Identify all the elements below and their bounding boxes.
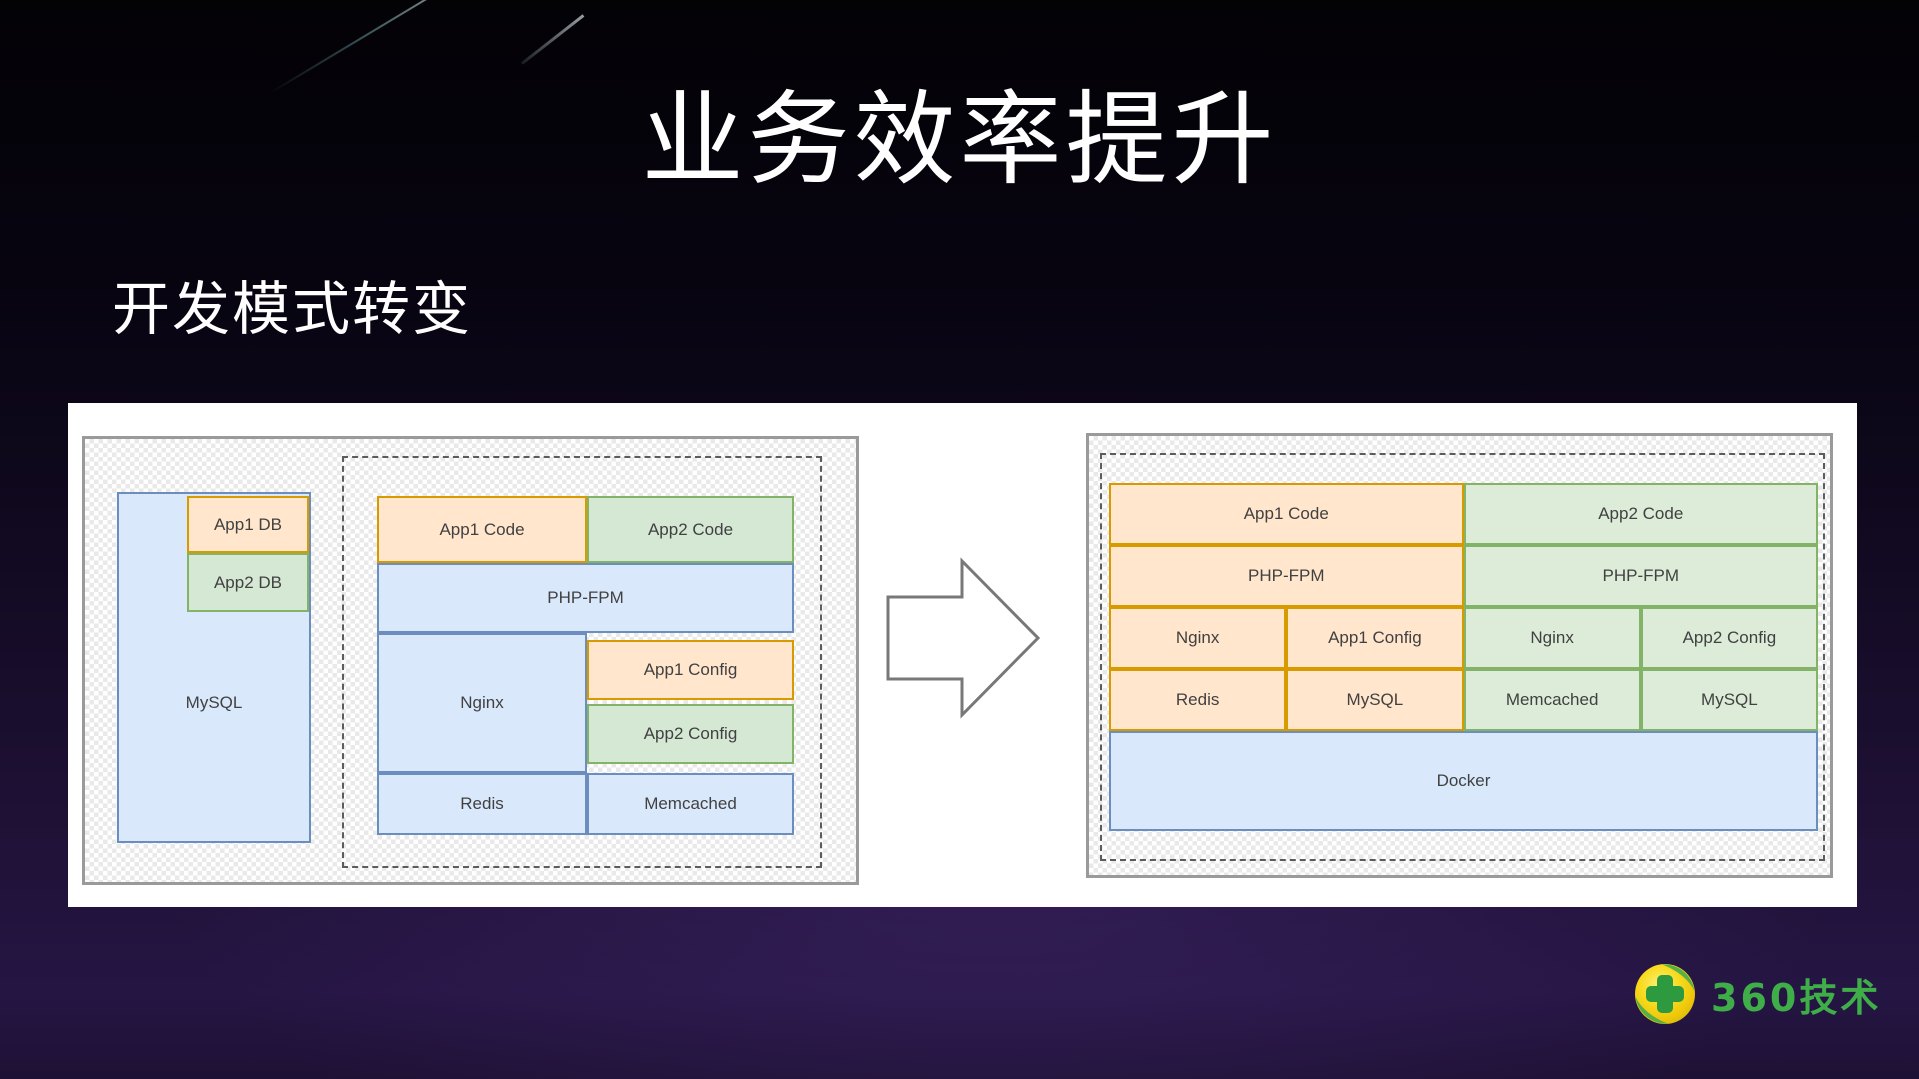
docker-stack-grid: App1 Code App2 Code PHP-FPM PHP-FPM Ngin… <box>1109 483 1818 831</box>
docker-box: Docker <box>1109 731 1818 831</box>
memcached-box: Memcached <box>1463 669 1641 731</box>
app2-db-box: App2 DB <box>187 553 309 612</box>
section-heading: 开发模式转变 <box>112 277 473 342</box>
diagram-panel: MySQL App1 DB App2 DB App1 Code App2 Cod… <box>68 403 1857 907</box>
app1-db-box: App1 DB <box>187 496 309 553</box>
app1-config-box: App1 Config <box>587 640 794 700</box>
redis-box: Redis <box>377 773 587 835</box>
redis-box: Redis <box>1109 669 1287 731</box>
after-architecture-diagram: App1 Code App2 Code PHP-FPM PHP-FPM Ngin… <box>1086 433 1833 878</box>
logo-360-text: 360技术 <box>1711 975 1882 1020</box>
shared-web-host-group: App1 Code App2 Code PHP-FPM Nginx App1 C… <box>342 456 822 868</box>
app2-code-box: App2 Code <box>1463 483 1818 545</box>
php-fpm-box: PHP-FPM <box>1463 545 1818 607</box>
mysql-box: MySQL <box>1286 669 1464 731</box>
app1-config-box: App1 Config <box>1286 607 1464 669</box>
nginx-box: Nginx <box>377 633 587 773</box>
docker-host-group: App1 Code App2 Code PHP-FPM PHP-FPM Ngin… <box>1100 453 1825 861</box>
app2-code-box: App2 Code <box>587 496 794 563</box>
before-architecture-diagram: MySQL App1 DB App2 DB App1 Code App2 Cod… <box>82 436 859 885</box>
php-fpm-box: PHP-FPM <box>1109 545 1464 607</box>
php-fpm-box: PHP-FPM <box>377 563 794 633</box>
mysql-box: MySQL <box>1640 669 1818 731</box>
logo-360-ball-icon <box>1635 964 1695 1024</box>
app1-code-box: App1 Code <box>1109 483 1464 545</box>
app2-config-box: App2 Config <box>1640 607 1818 669</box>
transform-arrow-icon <box>884 553 1042 723</box>
slide-title: 业务效率提升 <box>641 83 1278 197</box>
app2-config-box: App2 Config <box>587 704 794 764</box>
nginx-box: Nginx <box>1463 607 1641 669</box>
memcached-box: Memcached <box>587 773 794 835</box>
logo-360: 360技术 <box>1633 962 1881 1026</box>
app1-code-box: App1 Code <box>377 496 587 563</box>
nginx-box: Nginx <box>1109 607 1287 669</box>
